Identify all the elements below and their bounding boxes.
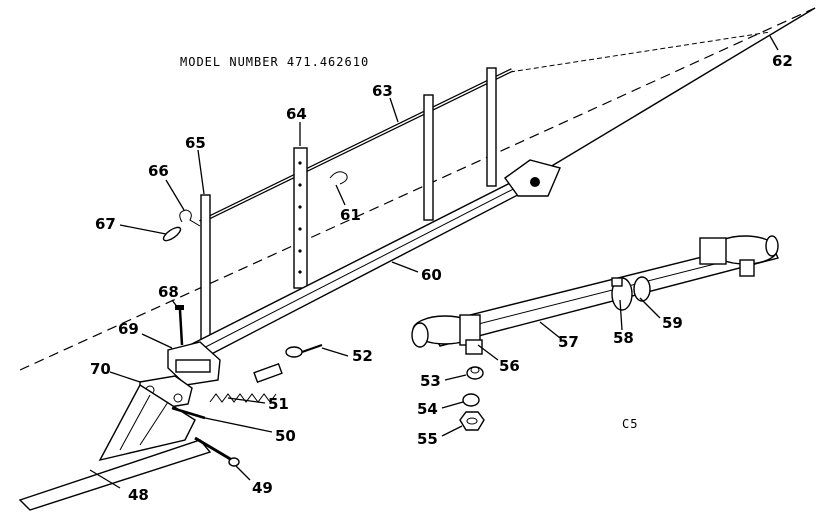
label-58: 58 — [613, 329, 634, 347]
leader-62 — [769, 35, 779, 51]
leader-70 — [109, 371, 141, 383]
leader-49 — [235, 465, 251, 481]
label-70: 70 — [90, 360, 111, 378]
label-51: 51 — [268, 395, 289, 413]
leader-58 — [619, 299, 623, 331]
leader-55 — [441, 425, 463, 437]
guy-cable — [19, 7, 816, 371]
eye-bolt-52 — [285, 344, 323, 358]
leader-59 — [639, 297, 661, 319]
label-65: 65 — [185, 134, 206, 152]
leader-66 — [165, 179, 185, 211]
beam-end-bracket — [504, 159, 561, 197]
label-61: 61 — [340, 206, 361, 224]
leader-65 — [197, 149, 205, 195]
nozzle-body-right — [699, 235, 779, 277]
label-50: 50 — [275, 427, 296, 445]
label-49: 49 — [252, 479, 273, 497]
guy-cable-solid — [519, 7, 816, 186]
leader-50 — [204, 417, 273, 433]
top-rod — [199, 68, 513, 224]
coupling-58 — [611, 276, 651, 311]
leader-61 — [335, 184, 346, 206]
label-60: 60 — [421, 266, 442, 284]
leader-53 — [444, 374, 467, 381]
vertical-stake-far — [486, 67, 497, 187]
leader-54 — [441, 401, 464, 409]
turnbuckle-67 — [162, 226, 182, 242]
vertical-stake-mid — [423, 94, 434, 221]
base-frame-48 — [18, 384, 212, 511]
pin-50 — [171, 406, 206, 420]
clip-61 — [329, 171, 348, 185]
label-63: 63 — [372, 82, 393, 100]
guy-cable-upper — [509, 31, 771, 73]
leader-67 — [119, 224, 167, 235]
leader-68 — [171, 299, 179, 309]
label-66: 66 — [148, 162, 169, 180]
label-67: 67 — [95, 215, 116, 233]
leader-63 — [389, 97, 399, 123]
leader-52 — [321, 347, 349, 357]
corner-code: C5 — [622, 417, 638, 431]
leader-56 — [477, 344, 499, 361]
washer-53 — [466, 366, 484, 380]
bolt-68 — [175, 305, 184, 346]
model-number-title: MODEL NUMBER 471.462610 — [180, 55, 369, 69]
vertical-stake-64 — [293, 147, 308, 289]
cap-54 — [462, 393, 480, 407]
nozzle-body-56 — [411, 314, 483, 355]
leader-51 — [227, 397, 266, 404]
pin-49 — [194, 436, 240, 467]
nut-55 — [459, 411, 485, 431]
label-56: 56 — [499, 357, 520, 375]
vertical-stake-65 — [200, 194, 211, 344]
label-64: 64 — [286, 105, 307, 123]
leader-60 — [391, 261, 419, 273]
label-59: 59 — [662, 314, 683, 332]
label-48: 48 — [128, 486, 149, 504]
leader-48 — [89, 469, 121, 489]
label-55: 55 — [417, 430, 438, 448]
base-bracket — [167, 341, 221, 386]
leader-57 — [539, 321, 561, 339]
label-52: 52 — [352, 347, 373, 365]
label-53: 53 — [420, 372, 441, 390]
label-54: 54 — [417, 400, 438, 418]
label-57: 57 — [558, 333, 579, 351]
label-69: 69 — [118, 320, 139, 338]
label-62: 62 — [772, 52, 793, 70]
hook-66 — [179, 209, 201, 227]
label-68: 68 — [158, 283, 179, 301]
leader-69 — [141, 333, 173, 349]
spring-51 — [209, 362, 283, 403]
